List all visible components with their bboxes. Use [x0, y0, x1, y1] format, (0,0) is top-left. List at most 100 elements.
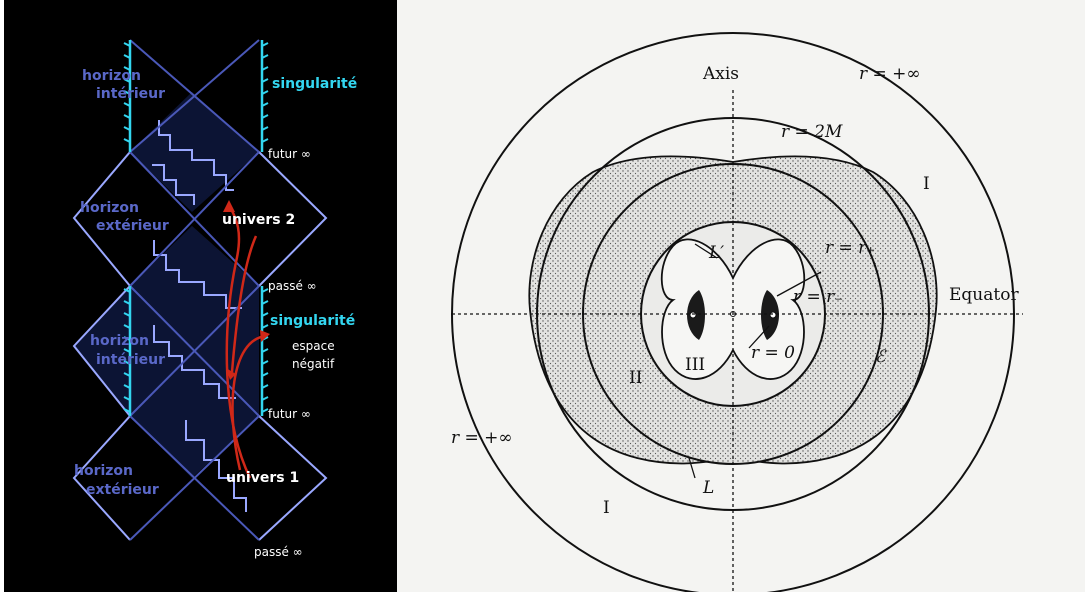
horizon-line-h [129, 415, 260, 541]
label-axis: Axis [702, 64, 739, 84]
label-futur-inf-middle: futur ∞ [268, 407, 311, 421]
label-l: L [702, 478, 714, 498]
label-horizon-interieur-middle-1: horizon [90, 333, 149, 349]
singularity-tick-20 [123, 312, 131, 317]
kerr-diagram: Axis r = +∞ r = 2M I r = r₊ L′ r = r₋ Eq… [451, 32, 1023, 592]
singularity-tick-34 [261, 348, 269, 353]
singularity-tick-3 [123, 78, 131, 83]
label-leaders [688, 243, 822, 479]
staircase-4 [152, 164, 195, 205]
worldlines [225, 204, 267, 479]
outline-upper-right [258, 151, 328, 287]
leader-l [688, 457, 696, 479]
singularity-tick-21 [123, 324, 131, 329]
singularity-tick-14 [261, 102, 269, 107]
label-horizon-interieur-middle-2: intérieur [96, 352, 165, 368]
label-r-inf-left: r = +∞ [451, 428, 513, 448]
singularity-tick-8 [123, 138, 131, 143]
singularity-tick-18 [123, 288, 131, 293]
leader-l-prime [694, 243, 718, 259]
worldline-arrowheads [223, 200, 270, 380]
label-espace: espace [292, 339, 335, 353]
label-passe-inf-top: passé ∞ [268, 279, 317, 293]
label-r-plus: r = r₊ [825, 238, 875, 258]
singularity-tick-1 [123, 54, 131, 59]
singularity-tick-10 [261, 54, 269, 59]
staircase-2 [153, 240, 242, 309]
label-singularite-middle: singularité [270, 313, 355, 329]
label-horizon-interieur-top-2: intérieur [96, 86, 165, 102]
label-futur-inf-top: futur ∞ [268, 147, 311, 161]
label-region-two: II [629, 368, 642, 388]
singularity-tick-19 [123, 300, 131, 305]
singularity-tick-29 [261, 288, 269, 293]
singularity-tick-39 [261, 408, 269, 413]
leader-r-zero [748, 325, 770, 349]
singularity-tick-16 [261, 126, 269, 131]
label-r-2m: r = 2M [781, 122, 843, 142]
staircase-5 [185, 420, 247, 512]
outline-upper-exterior [72, 151, 131, 287]
singularity-tick-15 [261, 114, 269, 119]
horizon-line-f [129, 285, 260, 417]
penrose-horizons [129, 39, 260, 541]
singularity-tick-13 [261, 90, 269, 95]
singularity-tick-4 [123, 90, 131, 95]
singularity-tick-23 [123, 348, 131, 353]
singularity-tick-31 [261, 312, 269, 317]
label-negatif: négatif [292, 357, 335, 371]
penrose-diagram: horizon intérieur singularité futur ∞ ho… [72, 39, 357, 559]
label-passe-inf-bottom: passé ∞ [254, 545, 303, 559]
arrowhead-3 [226, 368, 236, 380]
singularity-tick-26 [123, 384, 131, 389]
label-equator: Equator [949, 285, 1019, 305]
outline-lower-right [258, 415, 328, 541]
label-r-inf-top: r = +∞ [859, 64, 921, 84]
singularity-tick-22 [123, 336, 131, 341]
singularity-tick-38 [261, 396, 269, 401]
label-r-minus: r = r₋ [793, 287, 843, 307]
singularity-tick-7 [123, 126, 131, 131]
singularity-tick-5 [123, 102, 131, 107]
kerr-diagram-panel: Axis r = +∞ r = 2M I r = r₊ L′ r = r₋ Eq… [397, 0, 1085, 592]
staircase-3 [153, 325, 236, 399]
singularity-tick-24 [123, 360, 131, 365]
penrose-outlines [72, 120, 328, 541]
label-univers-2: univers 2 [222, 212, 295, 228]
arrowhead-2 [260, 330, 270, 342]
label-horizon-exterieur-bottom-2: extérieur [86, 482, 159, 498]
label-ergoregion: ℰ [875, 347, 887, 367]
worldline-2 [231, 334, 267, 471]
arrowhead-1 [223, 200, 235, 212]
label-region-three: III [685, 355, 705, 375]
singularity-tick-9 [261, 42, 269, 47]
singularity-ticks [123, 42, 269, 413]
label-horizon-exterieur-bottom-1: horizon [74, 463, 133, 479]
singularity-tick-0 [123, 42, 131, 47]
label-horizon-exterieur-top-2: extérieur [96, 218, 169, 234]
penrose-diagram-panel: horizon intérieur singularité futur ∞ ho… [4, 0, 397, 592]
horizon-line-d [129, 151, 260, 287]
singularity-tick-32 [261, 324, 269, 329]
singularity-tick-2 [123, 66, 131, 71]
label-horizon-exterieur-top-1: horizon [80, 200, 139, 216]
label-l-prime: L′ [708, 243, 724, 263]
singularity-tick-37 [261, 384, 269, 389]
singularity-tick-35 [261, 360, 269, 365]
singularity-tick-6 [123, 114, 131, 119]
worldline-3 [230, 235, 258, 373]
outline-lower-exterior [72, 415, 131, 541]
outline-middle-left [72, 285, 131, 417]
label-r-zero: r = 0 [751, 343, 795, 363]
singularity-tick-25 [123, 372, 131, 377]
singularity-tick-12 [261, 78, 269, 83]
singularity-tick-27 [123, 396, 131, 401]
ring-point-right [769, 311, 777, 319]
singularity-tick-28 [123, 408, 131, 413]
singularity-tick-17 [261, 138, 269, 143]
label-region-one-bottom: I [603, 498, 610, 518]
leader-r-minus [776, 271, 822, 297]
singularity-tick-30 [261, 300, 269, 305]
label-singularite-top: singularité [272, 76, 357, 92]
label-univers-1: univers 1 [226, 470, 299, 486]
